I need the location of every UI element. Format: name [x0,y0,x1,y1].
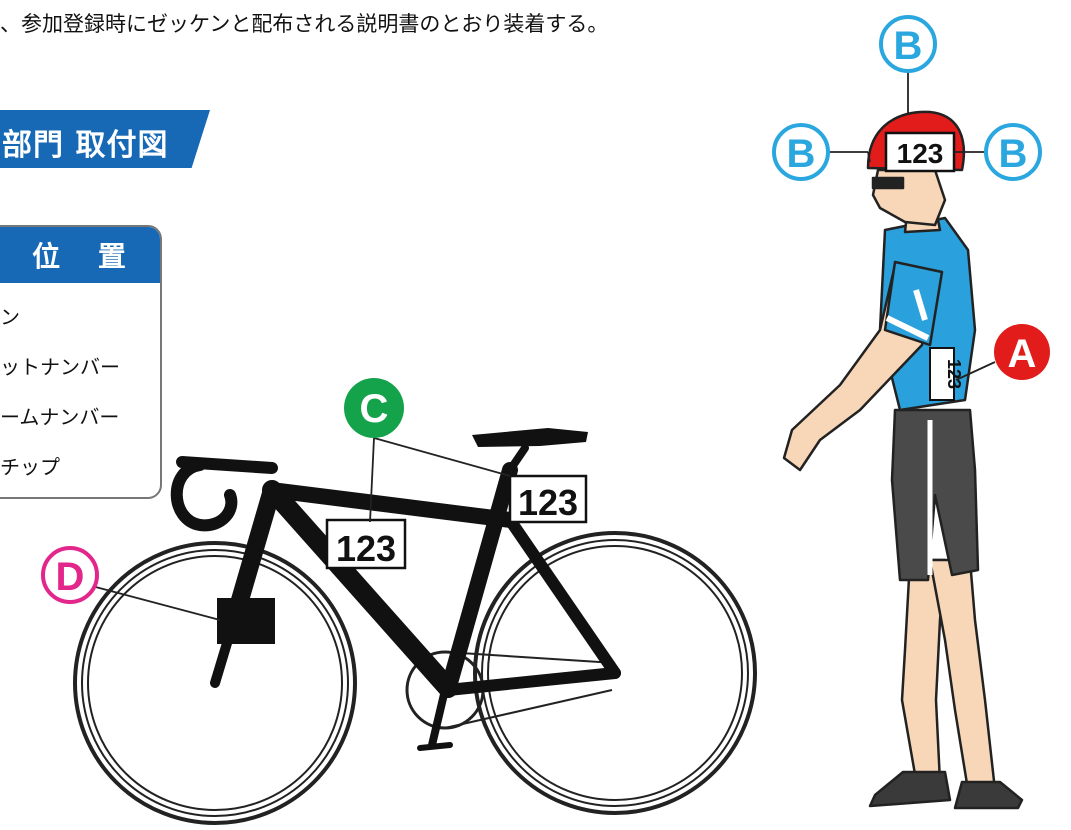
helmet-number: 123 [884,131,956,173]
instruction-text: 、参加登録時にゼッケンと配布される説明書のとおり装着する。 [0,12,609,36]
rider-sunglasses [871,176,905,190]
marker-b-top-label: B [894,24,923,68]
marker-a: A [994,324,1050,380]
rider-shorts [890,408,980,582]
chain-top [444,651,616,664]
top-tube-number-text: 123 [336,528,396,569]
rider-shoe-back [868,770,952,808]
marker-b-right-label: B [999,132,1028,176]
section-banner-title: 部門 取付図 [2,128,169,163]
marker-b-left-label: B [787,132,816,176]
position-table-header: 位 置 [0,227,160,283]
front-wheel [73,541,357,825]
table-row-d: チップ [0,455,60,479]
waist-number: 123 [929,347,964,401]
chain-bottom [444,689,613,729]
rider-shoe-front [953,780,1024,810]
marker-c-label: C [360,387,389,431]
marker-d: D [41,546,99,604]
rider-leader-lines [829,72,996,381]
handlebar [170,456,278,532]
marker-b-top: B [879,15,937,73]
waist-number-text: 123 [944,359,964,389]
seat-post-number: 123 [508,474,588,524]
marker-b-right: B [984,123,1042,181]
section-banner-background [0,110,210,168]
table-row-b: ットナンバー [0,355,120,379]
bike-leader-lines [87,437,511,621]
table-row-a: ン [0,305,20,329]
top-tube-number: 123 [325,518,407,570]
seat-post-number-text: 123 [518,482,578,523]
section-banner: 部門 取付図 [0,110,210,168]
helmet-number-text: 123 [897,138,944,169]
rear-wheel [473,531,757,815]
marker-d-label: D [56,555,85,599]
table-row-c: ームナンバー [0,405,120,429]
saddle [472,428,588,447]
bike-frame [210,444,621,751]
marker-c: C [344,378,404,438]
position-table: 位 置 ン ットナンバー ームナンバー チップ [0,225,162,499]
front-chip-bag [217,598,275,644]
rider-illustration [782,110,1024,810]
bicycle-illustration: 123 123 [73,428,757,825]
marker-a-label: A [1008,332,1037,376]
marker-b-left: B [772,123,830,181]
